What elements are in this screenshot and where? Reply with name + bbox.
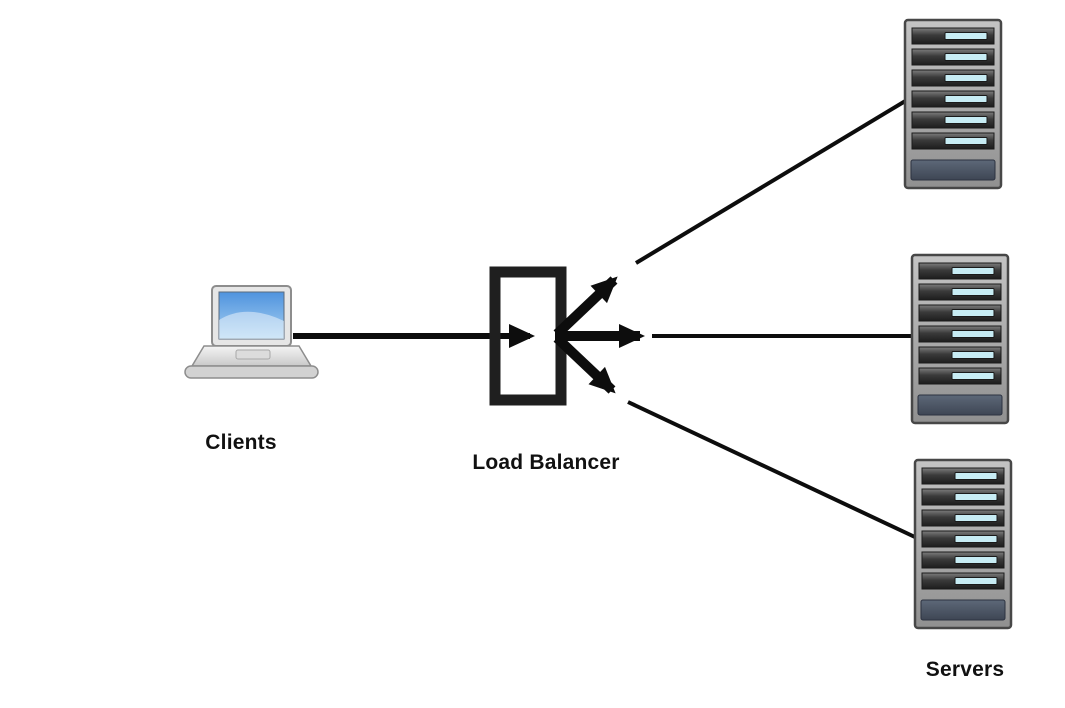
load-balancer-icon — [489, 266, 645, 406]
laptop-icon — [184, 285, 319, 379]
edge-lb-to-server1 — [634, 98, 909, 265]
server-icon-1 — [903, 18, 1003, 190]
clients-label: Clients — [205, 431, 277, 454]
edge-lb-to-server3 — [627, 400, 918, 540]
servers-label: Servers — [925, 658, 1005, 681]
load-balancer-fan-arrows — [553, 276, 645, 394]
load-balancer-label: Load Balancer — [472, 451, 620, 474]
server-icon-2 — [910, 253, 1010, 425]
server-icon-3 — [913, 458, 1013, 630]
